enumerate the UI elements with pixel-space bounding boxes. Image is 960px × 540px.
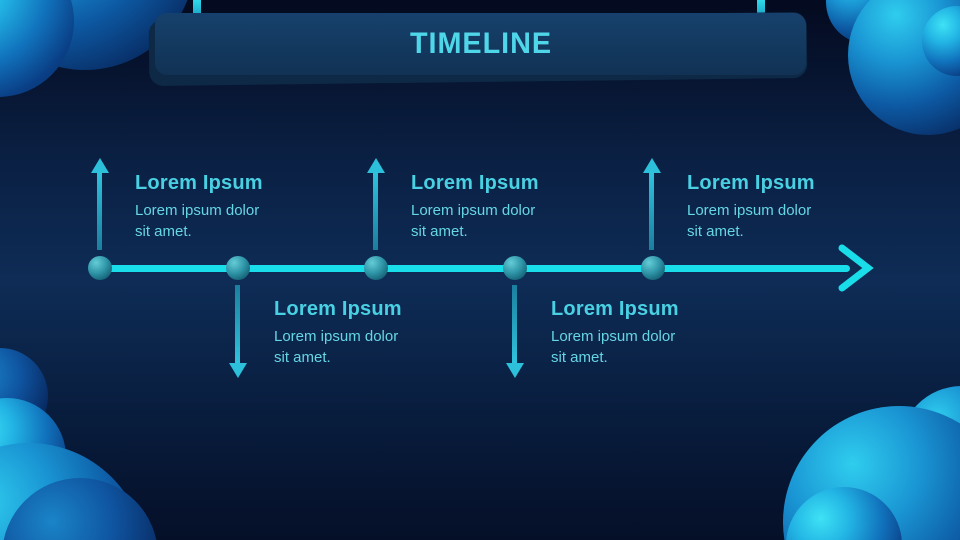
milestone-4: Lorem Ipsum Lorem ipsum dolor sit amet. [551,298,701,368]
milestone-3: Lorem Ipsum Lorem ipsum dolor sit amet. [411,172,561,242]
timeline-dot [641,256,665,280]
timeline-line [98,265,850,272]
title-banner: TIMELINE [155,13,806,75]
milestone-3-title: Lorem Ipsum [411,172,539,194]
timeline-dot [364,256,388,280]
milestone-1-title: Lorem Ipsum [135,172,263,194]
milestone-2: Lorem Ipsum Lorem ipsum dolor sit amet. [274,298,424,368]
milestone-5-title: Lorem Ipsum [687,172,815,194]
bubble-icon [0,0,74,97]
milestone-2-title: Lorem Ipsum [274,298,402,320]
milestone-4-body: Lorem ipsum dolor sit amet. [551,328,676,366]
milestone-1: Lorem Ipsum Lorem ipsum dolor sit amet. [135,172,285,242]
milestone-2-body: Lorem ipsum dolor sit amet. [274,328,399,366]
timeline-arrowhead-icon [838,244,874,292]
milestone-3-body: Lorem ipsum dolor sit amet. [411,202,536,240]
milestone-4-title: Lorem Ipsum [551,298,679,320]
milestone-1-body: Lorem ipsum dolor sit amet. [135,202,260,240]
slide-title: TIMELINE [409,27,552,60]
milestone-5: Lorem Ipsum Lorem ipsum dolor sit amet. [687,172,837,242]
timeline-dot [226,256,250,280]
milestone-5-body: Lorem ipsum dolor sit amet. [687,202,812,240]
timeline-dot [88,256,112,280]
banner-string-right [757,0,765,18]
banner-string-left [193,0,201,18]
timeline-dot [503,256,527,280]
